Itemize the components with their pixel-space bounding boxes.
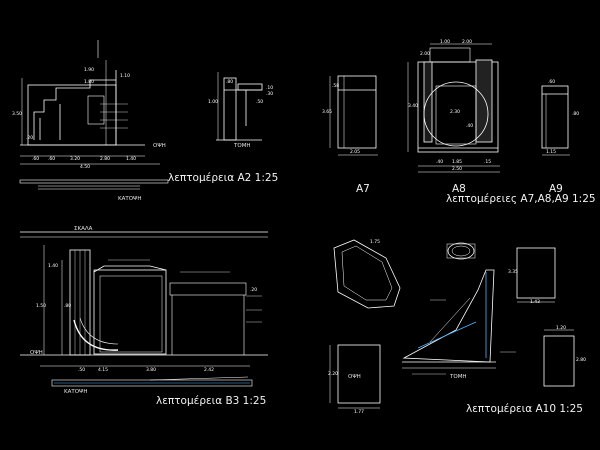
detail-a9-drawing [541,85,570,156]
dim-a10-4: 3.35 [508,270,519,275]
dim-a9-2: .80 [572,112,580,117]
dim-a2-6: 2.80 [100,157,111,162]
dim-b3-5: 1.50 [36,304,47,309]
dim-a8-6: 3.40 [408,104,419,109]
dim-b3-4: 1.40 [48,264,59,269]
dim-a10-1: 1.75 [370,240,381,245]
detail-a10-drawing [329,239,575,409]
dim-a7-3: .58 [332,84,340,89]
dim-a2-9: .80 [226,80,234,85]
dim-a10-3: 1.20 [556,326,567,331]
dim-a2-14: .20 [26,136,34,141]
dim-b3-7: .20 [250,288,258,293]
dim-a2-7: .60 [32,157,40,162]
dim-a8-3: 2.00 [420,52,431,57]
caption-a10: λεπτομέρεια Α10 1:25 [466,403,583,415]
dim-a8-10: .40 [466,124,474,129]
dim-a2-5: 3.20 [70,157,81,162]
dim-a9-1: 1.15 [546,150,557,155]
dim-a8-8: .40 [436,160,444,165]
dim-a10-2: 1.43 [530,300,541,305]
detail-a2-drawing [19,40,263,190]
detail-b3-drawing [20,231,268,387]
dim-a7-1: 2.05 [350,150,361,155]
dim-a8-1: 1.00 [440,40,451,45]
dim-a10-5: 2.20 [328,372,339,377]
dim-a10-7: 2.80 [576,358,587,363]
dim-a2-11: .30 [266,92,274,97]
dim-a8-2: 2.00 [462,40,473,45]
dim-a2-1: 1.90 [84,68,95,73]
dim-a2-8: 4.50 [80,165,91,170]
dim-a2-13: 1.00 [208,100,219,105]
view-label-a2-section: ΤΟΜΗ [234,143,251,149]
detail-a8-drawing [407,43,500,173]
dim-b3-6: .80 [64,304,72,309]
caption-a789: λεπτομέρειες Α7,Α8,Α9 1:25 [446,193,596,205]
dim-a7-2: 3.65 [322,110,333,115]
dim-a2-16: 1.40 [126,157,137,162]
label-a7: Α7 [356,183,370,195]
dim-a2-3: 1.80 [84,80,95,85]
dim-a10-6: 1.77 [354,410,365,415]
caption-a2: λεπτομέρεια Α2 1:25 [168,172,279,184]
dim-a2-12: .50 [256,100,264,105]
dim-b3-2: 3.80 [146,368,157,373]
view-label-a2-plan: ΚΑΤΟΨΗ [118,196,142,202]
caption-b3: λεπτομέρεια Β3 1:25 [156,395,267,407]
label-a8: Α8 [452,183,466,195]
dim-b3-3: 2.42 [204,368,215,373]
detail-a7-drawing [329,75,378,156]
dim-a2-10: .10 [266,86,274,91]
view-label-b3-front: ΟΨΗ [30,350,43,356]
dim-a8-9: .15 [484,160,492,165]
top-label-b3: ΣΚΑΛΑ [74,226,93,232]
dim-a8-5: 2.50 [452,167,463,172]
view-label-a2-front: ΟΨΗ [153,143,166,149]
dim-b3-8: .50 [78,368,86,373]
dim-a9-3: .60 [548,80,556,85]
dim-b3-1: 4.15 [98,368,109,373]
dim-a8-7: 2.30 [450,110,461,115]
dim-a2-2: 1.10 [120,74,131,79]
view-label-b3-plan: ΚΑΤΟΨΗ [64,389,88,395]
view-label-a10-front: ΟΨΗ [348,374,361,380]
label-a9: Α9 [549,183,563,195]
dim-a8-4: 1.85 [452,160,463,165]
dim-a2-4: 3.50 [12,112,23,117]
dim-a2-15: .60 [48,157,56,162]
view-label-a10-section: ΤΟΜΗ [450,374,467,380]
